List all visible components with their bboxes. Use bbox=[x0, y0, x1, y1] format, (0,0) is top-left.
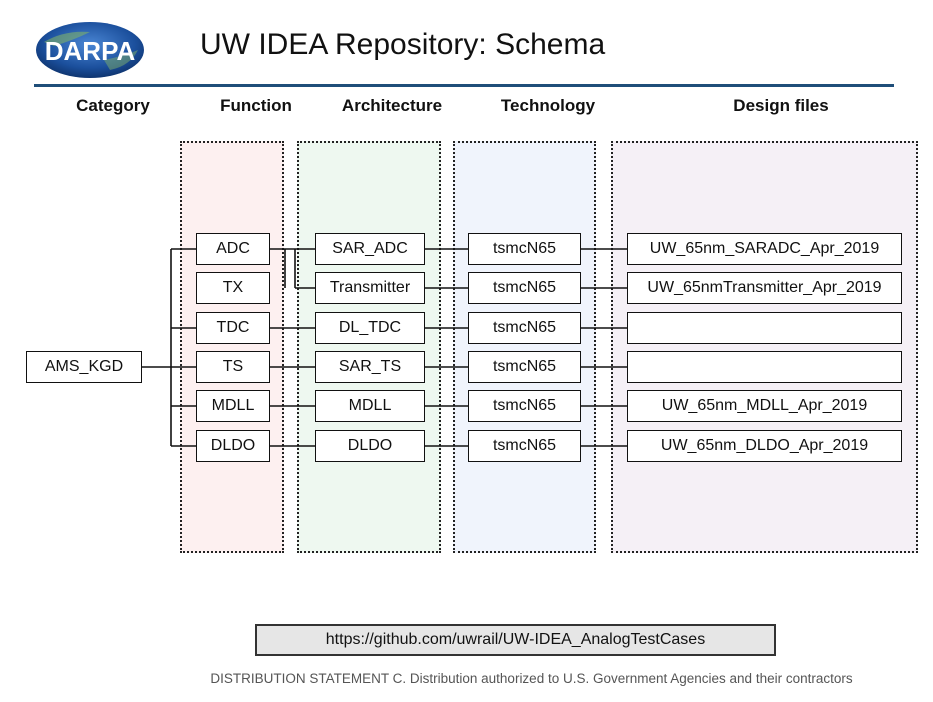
logo-text: DARPA bbox=[45, 36, 136, 66]
architecture-node-transmitter: Transmitter bbox=[315, 272, 425, 304]
header-function: Function bbox=[220, 96, 292, 115]
architecture-node-mdll: MDLL bbox=[315, 390, 425, 422]
header-technology: Technology bbox=[500, 96, 596, 115]
architecture-node-sar-ts: SAR_TS bbox=[315, 351, 425, 383]
architecture-node-dldo: DLDO bbox=[315, 430, 425, 462]
design-file-node-empty bbox=[627, 351, 902, 383]
technology-node: tsmcN65 bbox=[468, 430, 581, 462]
header-category: Category bbox=[76, 96, 150, 115]
function-zone bbox=[180, 141, 284, 553]
darpa-logo: DARPA bbox=[36, 22, 144, 78]
distribution-statement: DISTRIBUTION STATEMENT C. Distribution a… bbox=[210, 671, 853, 686]
function-node-dldo: DLDO bbox=[196, 430, 270, 462]
design-file-node: UW_65nm_SARADC_Apr_2019 bbox=[627, 233, 902, 265]
category-node: AMS_KGD bbox=[26, 351, 142, 383]
function-node-tdc: TDC bbox=[196, 312, 270, 344]
architecture-node-sar-adc: SAR_ADC bbox=[315, 233, 425, 265]
design-file-node: UW_65nm_DLDO_Apr_2019 bbox=[627, 430, 902, 462]
function-node-ts: TS bbox=[196, 351, 270, 383]
title-divider bbox=[34, 84, 894, 87]
repository-link[interactable]: https://github.com/uwrail/UW-IDEA_Analog… bbox=[255, 624, 776, 656]
technology-node: tsmcN65 bbox=[468, 390, 581, 422]
technology-node: tsmcN65 bbox=[468, 233, 581, 265]
header-design-files: Design files bbox=[733, 96, 829, 115]
design-file-node: UW_65nm_MDLL_Apr_2019 bbox=[627, 390, 902, 422]
technology-node: tsmcN65 bbox=[468, 272, 581, 304]
design-files-zone bbox=[611, 141, 918, 553]
architecture-node-dl-tdc: DL_TDC bbox=[315, 312, 425, 344]
page-title: UW IDEA Repository: Schema bbox=[200, 28, 606, 61]
function-node-mdll: MDLL bbox=[196, 390, 270, 422]
function-node-tx: TX bbox=[196, 272, 270, 304]
technology-node: tsmcN65 bbox=[468, 312, 581, 344]
technology-node: tsmcN65 bbox=[468, 351, 581, 383]
technology-zone bbox=[453, 141, 596, 553]
design-file-node: UW_65nmTransmitter_Apr_2019 bbox=[627, 272, 902, 304]
architecture-zone bbox=[297, 141, 441, 553]
design-file-node-empty bbox=[627, 312, 902, 344]
function-node-adc: ADC bbox=[196, 233, 270, 265]
header-architecture: Architecture bbox=[341, 96, 443, 115]
